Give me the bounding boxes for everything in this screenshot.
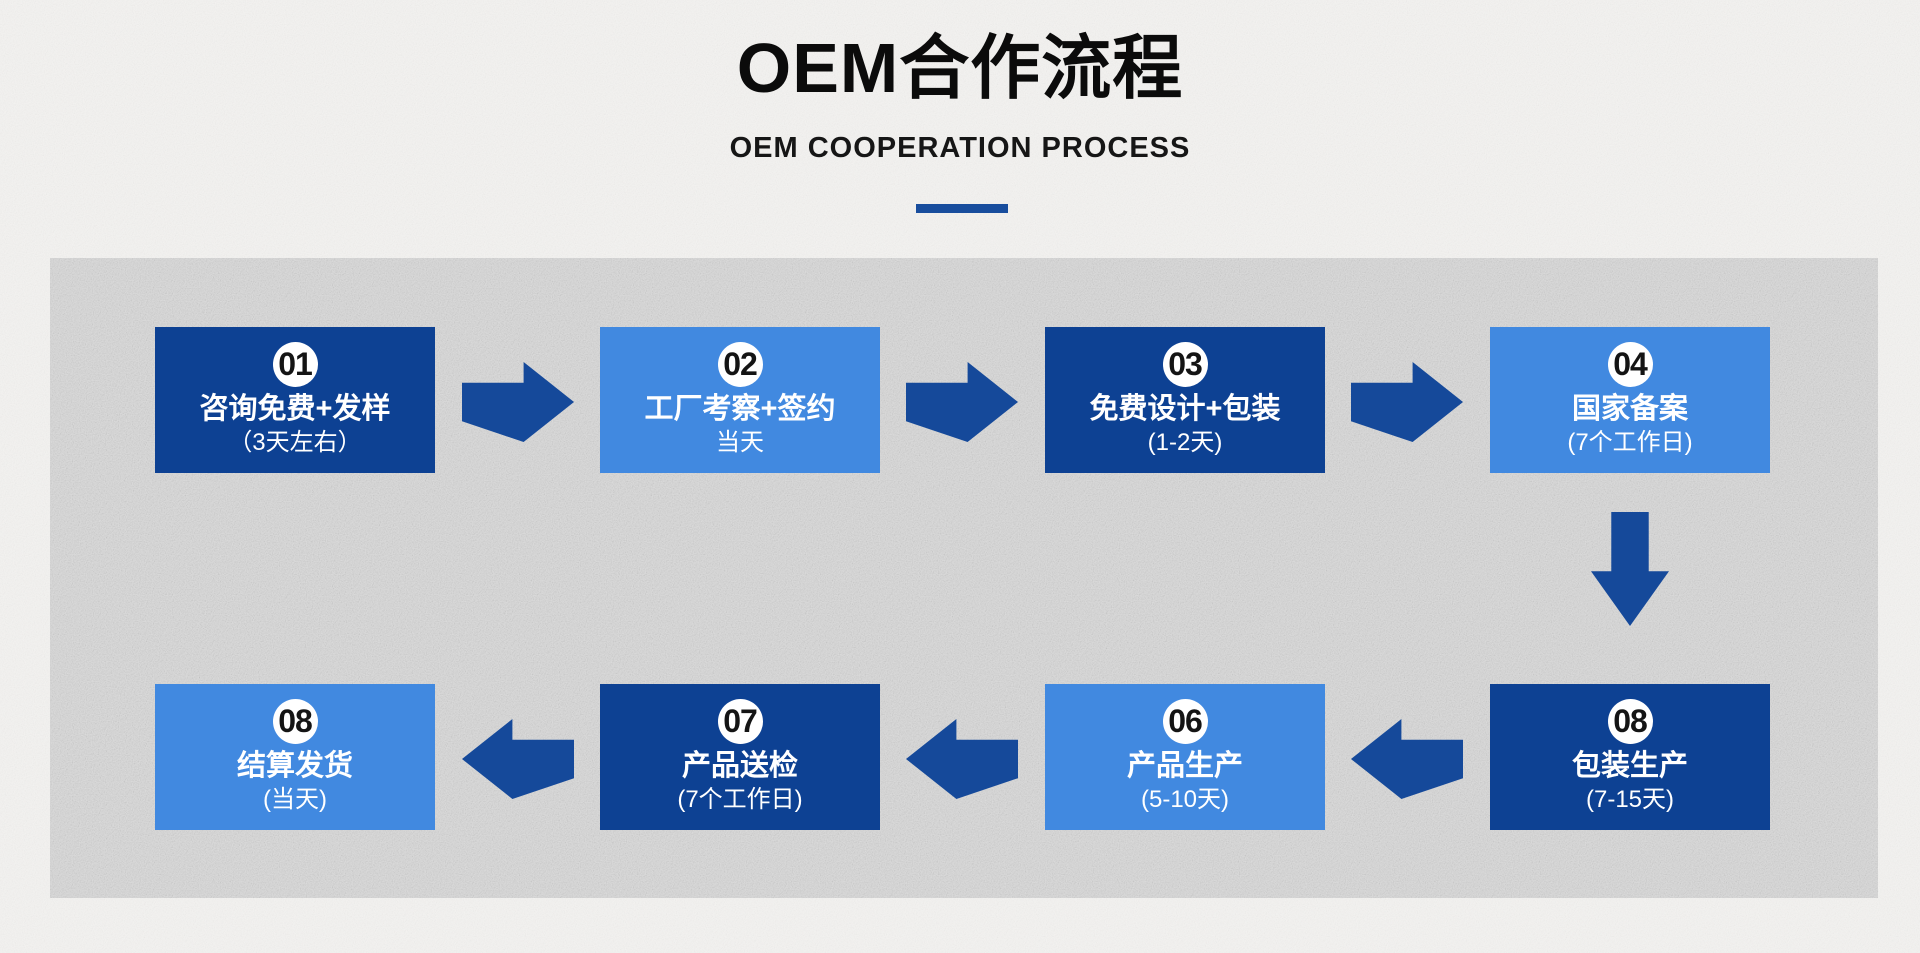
step-number-badge: 03	[1162, 342, 1208, 387]
step-duration: (当天)	[263, 786, 327, 813]
step-title: 国家备案	[1571, 393, 1688, 425]
step-box-03: 03 免费设计+包装 (1-2天)	[1045, 327, 1325, 473]
step-title: 工厂考察+签约	[644, 393, 836, 425]
step-box-06: 06 产品生产 (5-10天)	[1045, 684, 1325, 830]
step-title: 结算发货	[236, 750, 353, 782]
step-number-badge: 08	[1607, 699, 1653, 744]
step-box-08-shipping: 08 结算发货 (当天)	[155, 684, 435, 830]
step-title: 咨询免费+发样	[199, 393, 391, 425]
step-box-02: 02 工厂考察+签约 当天	[600, 327, 880, 473]
step-number-badge: 04	[1607, 342, 1653, 387]
step-duration: 当天	[716, 429, 764, 456]
step-title: 产品生产	[1126, 750, 1243, 782]
step-number-badge: 08	[272, 699, 318, 744]
step-number-badge: 07	[717, 699, 763, 744]
step-title: 包装生产	[1571, 750, 1688, 782]
step-duration: (5-10天)	[1140, 786, 1230, 813]
step-number-badge: 06	[1162, 699, 1208, 744]
page-title: OEM合作流程	[736, 29, 1184, 107]
page-subtitle: OEM COOPERATION PROCESS	[729, 132, 1191, 164]
step-box-01: 01 咨询免费+发样 （3天左右）	[155, 327, 435, 473]
step-number-badge: 01	[272, 342, 318, 387]
step-duration: （3天左右）	[228, 429, 362, 456]
step-duration: (1-2天)	[1147, 429, 1223, 456]
title-underline	[916, 204, 1008, 213]
step-title: 免费设计+包装	[1089, 393, 1281, 425]
step-duration: (7个工作日)	[677, 786, 803, 813]
step-title: 产品送检	[681, 750, 798, 782]
step-duration: (7个工作日)	[1567, 429, 1693, 456]
step-box-04: 04 国家备案 (7个工作日)	[1490, 327, 1770, 473]
step-box-08-packaging: 08 包装生产 (7-15天)	[1490, 684, 1770, 830]
step-box-07: 07 产品送检 (7个工作日)	[600, 684, 880, 830]
step-duration: (7-15天)	[1585, 786, 1675, 813]
step-number-badge: 02	[717, 342, 763, 387]
